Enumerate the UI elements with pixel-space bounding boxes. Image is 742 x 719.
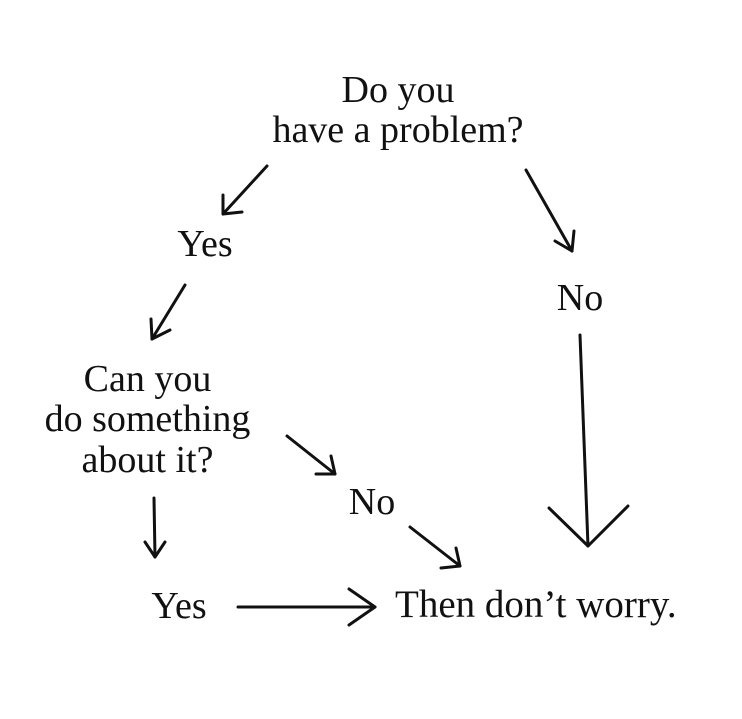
question-2-line-2: do something xyxy=(44,398,251,441)
question-1-line-2: have a problem? xyxy=(272,109,524,152)
arrow-no-to-conclusion xyxy=(547,333,630,548)
question-can-do-something: Can you do something about it? xyxy=(5,359,290,480)
answer-no-problem: No xyxy=(556,277,604,319)
arrow-no-2-to-conclusion xyxy=(408,525,462,570)
arrow-yes-2-to-conclusion xyxy=(236,587,377,627)
arrow-question-2-to-no xyxy=(285,434,337,476)
arrow-problem-to-yes xyxy=(221,164,269,216)
question-2-line-1: Can you xyxy=(83,358,212,400)
question-1-line-1: Do you xyxy=(341,69,455,111)
arrow-yes-to-question-2 xyxy=(149,283,187,341)
answer-yes-can-do: Yes xyxy=(151,585,207,627)
answer-no-can-do: No xyxy=(348,481,396,523)
arrow-problem-to-no xyxy=(524,168,576,253)
question-have-problem: Do you have a problem? xyxy=(248,70,548,151)
arrow-question-2-to-yes xyxy=(143,496,167,559)
conclusion-dont-worry: Then don’t worry. xyxy=(395,583,677,626)
question-2-line-3: about it? xyxy=(81,438,214,481)
answer-yes-problem: Yes xyxy=(177,223,233,265)
